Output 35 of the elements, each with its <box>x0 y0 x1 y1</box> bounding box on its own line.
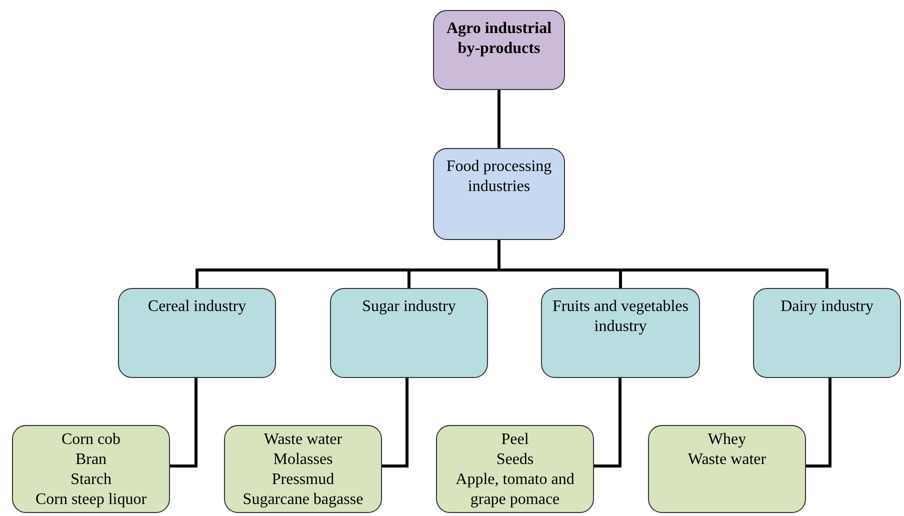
box-text: Sugar industry <box>362 297 456 317</box>
root-box <box>433 10 565 90</box>
box-text: Peel <box>501 430 529 450</box>
box-text: Agro industrial by-products <box>445 19 553 59</box>
category-box <box>433 148 565 240</box>
box-text: Pressmud <box>272 470 334 490</box>
connector-line <box>498 240 828 288</box>
box-text: Cereal industry <box>148 297 246 317</box>
byproduct-box <box>436 425 594 513</box>
box-text: Bran <box>75 450 107 470</box>
box-text: Starch <box>70 470 112 490</box>
connector-line <box>498 90 500 148</box>
connector-line <box>170 378 198 468</box>
byproduct-box <box>224 425 382 513</box>
box-text: Seeds <box>496 450 534 470</box>
box-text: Sugarcane bagasse <box>242 490 364 510</box>
connector-line <box>806 378 832 468</box>
byproduct-box <box>648 425 806 513</box>
industry-box <box>753 288 901 378</box>
box-text: Waste water <box>688 450 766 470</box>
byproduct-box <box>12 425 170 513</box>
box-text: Molasses <box>273 450 333 470</box>
box-text: Corn cob <box>61 430 121 450</box>
box-text: Waste water <box>264 430 342 450</box>
box-text: Fruits and vegetables industry <box>552 297 690 337</box>
box-text: Apple, tomato and grape pomace <box>454 470 576 510</box>
connector-line <box>594 378 622 468</box>
box-text: Dairy industry <box>780 297 874 317</box>
box-text: Food processing industries <box>445 157 553 197</box>
industry-box <box>118 288 276 378</box>
box-text: Whey <box>708 430 746 450</box>
industry-box <box>541 288 700 378</box>
connector-line <box>382 378 408 468</box>
industry-box <box>330 288 488 378</box>
box-text: Corn steep liquor <box>35 490 147 510</box>
